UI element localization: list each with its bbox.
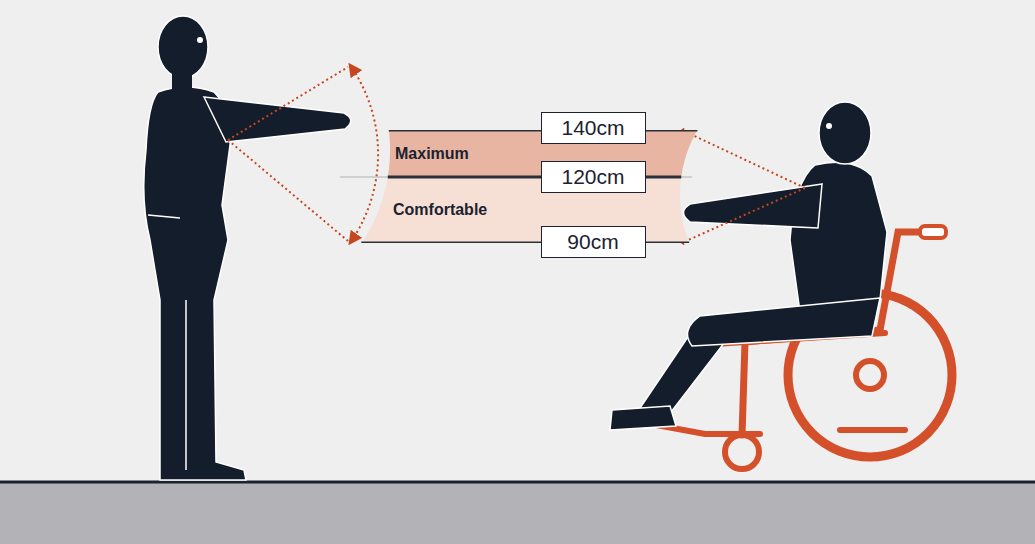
- dimension-box: 140cm: [541, 112, 646, 144]
- standing-person: [144, 16, 351, 480]
- dimension-label: 140cm: [561, 116, 624, 139]
- reach-band: Comfortable: [345, 177, 702, 243]
- band-edge: [388, 177, 681, 179]
- dimension-label: 120cm: [561, 165, 624, 188]
- dimension-label: 90cm: [567, 230, 618, 253]
- band-edge: [389, 130, 698, 132]
- ground: [0, 483, 1035, 544]
- dimension-box: 90cm: [541, 226, 646, 258]
- band-label: Maximum: [395, 145, 469, 163]
- ground-line: [0, 481, 1035, 484]
- reach-arc: [228, 65, 805, 243]
- dimension-box: 120cm: [541, 161, 646, 193]
- reach-band: Maximum: [345, 130, 702, 177]
- band-label: Comfortable: [393, 201, 487, 219]
